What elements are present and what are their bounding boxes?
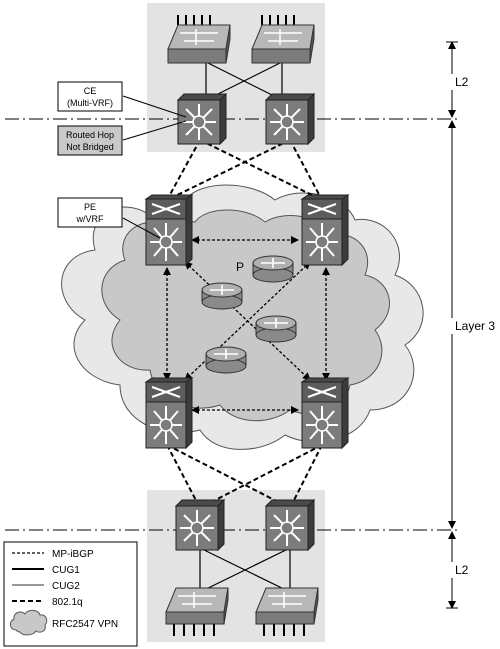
legend-cug2: CUG2 xyxy=(52,581,80,592)
legend-cloud-icon xyxy=(9,609,48,636)
p-router-label: P xyxy=(236,260,244,274)
pe-router-bottom-right xyxy=(300,377,350,450)
access-switch-bottom-right xyxy=(255,587,319,636)
scale-l2-top: L2 xyxy=(455,75,469,89)
dot1q-links xyxy=(166,139,323,509)
callout-routed-line1: Routed Hop xyxy=(66,130,114,140)
mp-ibgp-sessions xyxy=(163,236,330,414)
callout-pe-line2: w/VRF xyxy=(76,214,105,224)
p-router-4 xyxy=(205,346,247,374)
legend-cug1: CUG1 xyxy=(52,565,80,576)
scale-layer3: Layer 3 xyxy=(455,319,495,333)
ce-switch-top-right xyxy=(264,92,316,146)
ce-switch-bottom-left xyxy=(174,498,226,552)
pe-router-top-left xyxy=(144,194,194,267)
access-switch-top-right xyxy=(251,15,315,64)
legend-dot1q: 802.1q xyxy=(52,597,83,608)
callout-pe: PE w/VRF xyxy=(57,197,161,239)
access-switch-top-left xyxy=(167,15,231,64)
callout-routed-line2: Not Bridged xyxy=(66,142,114,152)
pe-router-bottom-left xyxy=(144,377,194,450)
p-router-2 xyxy=(201,282,243,310)
legend-mp-ibgp: MP-iBGP xyxy=(52,549,94,560)
callout-ce: CE (Multi-VRF) xyxy=(57,81,187,118)
p-router-1 xyxy=(252,255,294,283)
pe-router-top-right xyxy=(300,194,350,267)
legend: MP-iBGP CUG1 CUG2 802.1q RFC2547 VPN xyxy=(3,541,138,647)
legend-vpn: RFC2547 VPN xyxy=(52,619,118,630)
site-bottom-links xyxy=(199,547,291,593)
callout-ce-line1: CE xyxy=(84,86,97,96)
p-router-3 xyxy=(255,315,297,343)
callout-ce-line2: (Multi-VRF) xyxy=(67,98,113,108)
ce-switch-top-left xyxy=(176,92,228,146)
callout-pe-line1: PE xyxy=(84,202,96,212)
scale-l2-bottom: L2 xyxy=(455,563,469,577)
callout-routed-hop: Routed Hop Not Bridged xyxy=(57,120,187,156)
access-switch-bottom-left xyxy=(165,587,229,636)
ce-switch-bottom-right xyxy=(264,498,316,552)
